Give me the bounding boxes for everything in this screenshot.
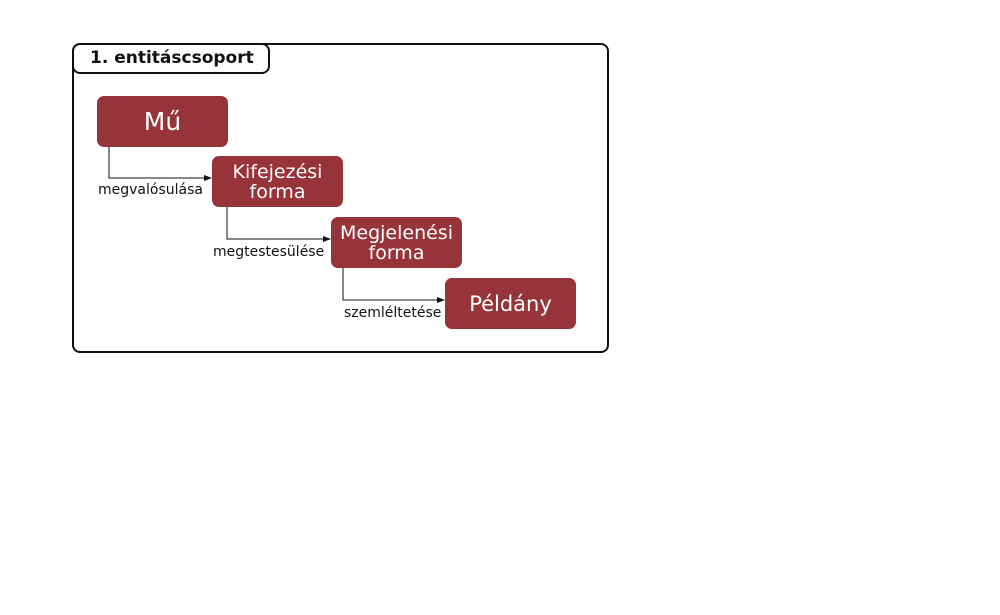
entity-mu: Mű <box>97 96 228 147</box>
entity-megjelenesi-forma: Megjelenési forma <box>331 217 462 268</box>
relation-label-megtestesulese: megtestesülése <box>213 244 325 260</box>
relation-label-szemleltetese: szemléltetése <box>344 305 442 321</box>
entity-group-title: 1. entitáscsoport <box>72 43 270 74</box>
entity-peldany: Példány <box>445 278 576 329</box>
relation-label-megvalosulasa: megvalósulása <box>98 182 203 198</box>
entity-kifejezesi-forma: Kifejezési forma <box>212 156 343 207</box>
